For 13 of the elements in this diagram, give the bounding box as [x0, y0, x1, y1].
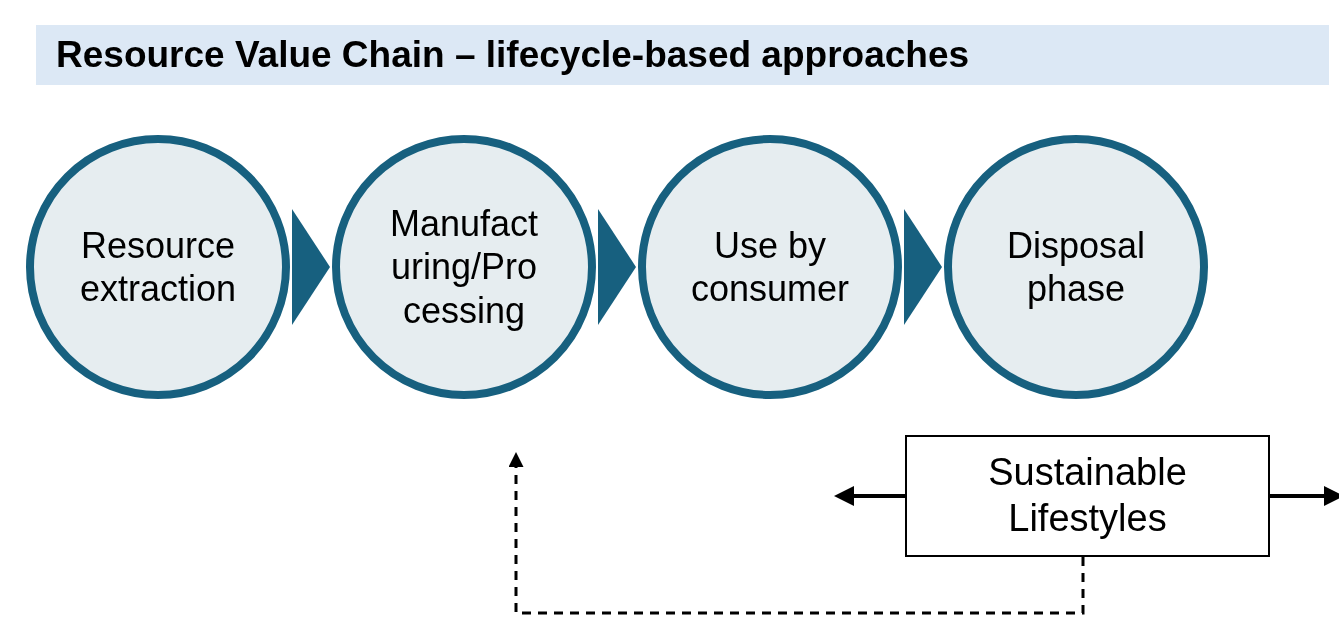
node-label: Disposal phase: [1005, 223, 1147, 311]
arrow: [834, 486, 905, 506]
arrow: [1270, 486, 1339, 506]
label-box: [905, 435, 1270, 557]
chevron-arrow: [292, 209, 330, 325]
arrow: [508, 452, 1085, 615]
node-label: Sustainable Lifestyles: [987, 450, 1188, 541]
node-label: Resource extraction: [78, 223, 238, 311]
title-banner: Resource Value Chain – lifecycle-based approaches: [36, 25, 1329, 85]
chevron-arrow: [904, 209, 942, 325]
node-label: Use by consumer: [689, 223, 851, 311]
node-label: Manufacturing/Processing: [388, 202, 540, 332]
chevron-arrow: [598, 209, 636, 325]
